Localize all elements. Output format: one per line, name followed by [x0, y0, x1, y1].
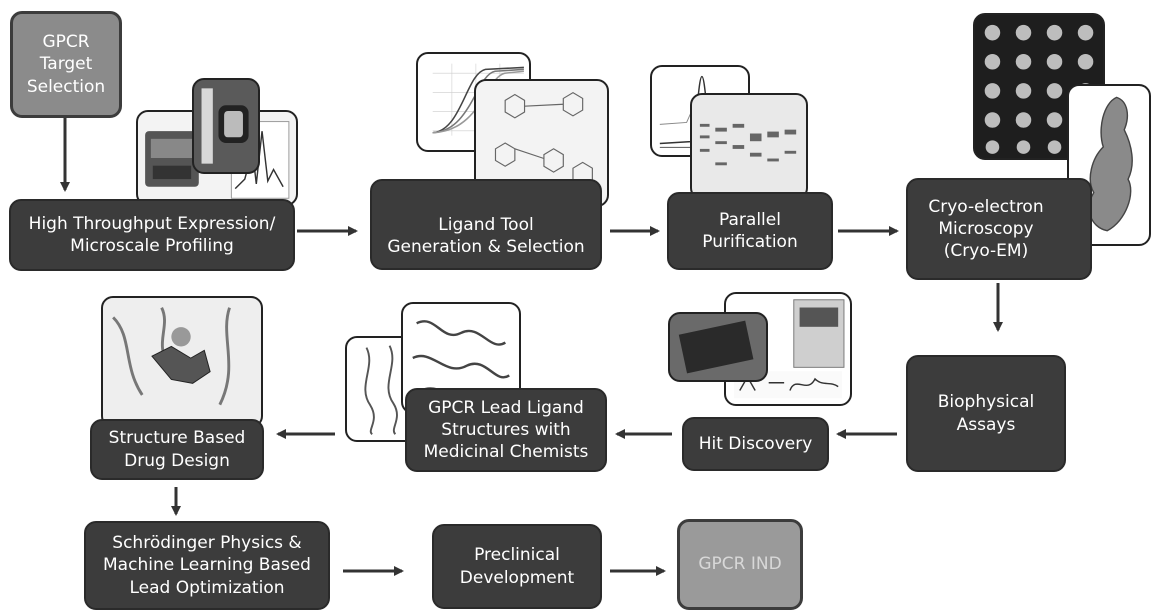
biophysical-assays-line-1: Biophysical: [937, 392, 1035, 413]
high-throughput-expression-box: High Throughput Expression/Microscale Pr…: [9, 199, 295, 271]
gpcr-lead-ligand-line-3: Medicinal Chemists: [423, 442, 589, 463]
schrodinger-line-1: Schrödinger Physics &: [112, 533, 302, 554]
gpcr-target-selection-line-1: GPCR: [42, 32, 90, 53]
protein-gel-image: [690, 93, 808, 200]
hit-discovery-box: Hit Discovery: [682, 417, 829, 471]
preclinical-line-2: Development: [459, 567, 575, 588]
preclinical-line-1: Preclinical: [474, 545, 560, 566]
microplate-image: [668, 312, 768, 382]
gpcr-lead-ligand-line-2: Structures with: [441, 419, 571, 440]
schrodinger-lead-optimization-box: Schrödinger Physics &Machine Learning Ba…: [84, 521, 330, 610]
ligand-tool-line-2: Generation & Selection: [387, 236, 585, 257]
hit-discovery-label: Hit Discovery: [698, 433, 813, 454]
cryoem-density-map-image: [1067, 84, 1151, 246]
gpcr-target-selection-line-2: Target: [39, 54, 93, 75]
schrodinger-line-2: Machine Learning Based: [103, 555, 311, 576]
gpcr-target-selection-line-3: Selection: [26, 76, 106, 97]
structure-based-line-1: Structure Based: [108, 428, 246, 449]
biophysical-assays-line-2: Assays: [956, 414, 1016, 435]
cryo-em-line-3: (Cryo-EM): [943, 241, 1029, 262]
parallel-purification-line-2: Purification: [702, 232, 798, 252]
structure-based-line-2: Drug Design: [124, 450, 230, 471]
cryo-em-line-2: Microscopy: [938, 218, 1034, 239]
plate-reader-image: [192, 78, 260, 174]
binding-pocket-image: [101, 296, 263, 428]
parallel-purification-line-1: Parallel: [719, 209, 781, 230]
high-throughput-line-1: High Throughput Expression/: [28, 213, 276, 234]
ligand-tool-line-1: Ligand Tool: [438, 214, 534, 235]
gpcr-ind-label: GPCR IND: [698, 554, 782, 575]
gpcr-lead-ligand-line-1: GPCR Lead Ligand: [428, 397, 584, 418]
cryo-em-line-1: Cryo-electron: [928, 196, 1044, 217]
schrodinger-line-3: Lead Optimization: [129, 577, 285, 598]
high-throughput-line-2: Microscale Profiling: [70, 236, 234, 256]
gpcr-ind-box: GPCR IND: [677, 519, 803, 610]
